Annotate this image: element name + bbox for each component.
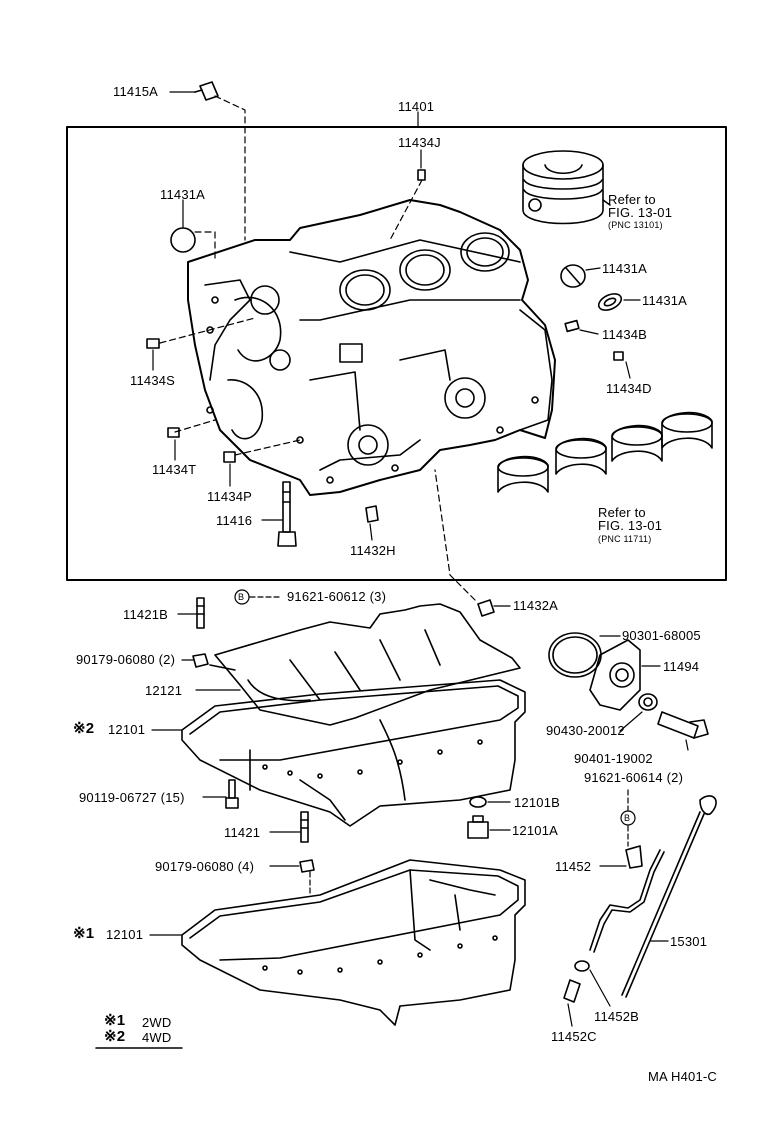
line-11434B — [579, 329, 599, 335]
legend-text-1: 2WD — [142, 1015, 172, 1030]
label-11452C: 11452C — [551, 1029, 597, 1044]
gasket-12101B — [469, 796, 487, 808]
line-90430 — [619, 711, 643, 732]
legend-mark-2: ※2 — [104, 1028, 126, 1045]
plug-11431A-r1 — [560, 264, 586, 288]
line-11434D — [625, 361, 631, 379]
dipstick-15301 — [621, 795, 717, 998]
label-11434S: 11434S — [130, 373, 176, 388]
piston-ref-line1: Refer to — [608, 192, 656, 207]
pipe-11452C — [563, 979, 581, 1003]
oil-pan-2wd — [181, 859, 526, 1026]
plug-11415A — [194, 81, 219, 101]
mark-2wd: ※1 — [73, 925, 95, 942]
mark-4wd: ※2 — [73, 720, 95, 737]
legend-text-2: 4WD — [142, 1030, 172, 1045]
plug-11434T — [167, 427, 180, 438]
nut-90179-2 — [192, 653, 209, 668]
baffle-plate-12121 — [209, 603, 521, 726]
gasket-90430 — [638, 693, 658, 711]
label-11434B: 11434B — [602, 327, 648, 342]
bearing-ref-line2: FIG. 13-01 — [598, 518, 663, 533]
stud-11421 — [300, 811, 309, 843]
label-90119-06727: 90119-06727 (15) — [79, 790, 185, 805]
oring-11452B — [574, 960, 590, 972]
leader-lines — [159, 95, 476, 601]
stud-11421B — [196, 597, 205, 629]
dipstick-guide-11452 — [589, 845, 665, 953]
label-90430-20012: 90430-20012 — [546, 723, 625, 738]
label-12101-2wd: 12101 — [106, 927, 144, 942]
line-11432H — [369, 523, 373, 541]
plug-11434B — [564, 319, 580, 333]
label-91621-60614: 91621-60614 (2) — [584, 770, 684, 785]
label-90301-68005: 90301-68005 — [622, 628, 701, 643]
label-12101A: 12101A — [512, 823, 559, 838]
label-90401-19002: 90401-19002 — [574, 751, 653, 766]
bearing-ref-line1: Refer to — [598, 505, 646, 520]
line-90401 — [685, 739, 689, 751]
plug-11431A-left — [170, 227, 196, 253]
cylinder-block — [187, 199, 556, 496]
label-11432H: 11432H — [350, 543, 396, 558]
piston-assembly — [522, 150, 611, 225]
label-11432A: 11432A — [513, 598, 559, 613]
piston-ref-line2: FIG. 13-01 — [608, 205, 673, 220]
legend-mark-1: ※1 — [104, 1012, 126, 1029]
piston-ref-line3: (PNC 13101) — [608, 220, 663, 230]
label-11401: 11401 — [398, 99, 435, 114]
label-11421: 11421 — [224, 825, 261, 840]
label-90179-06080-4: 90179-06080 (4) — [155, 859, 255, 874]
plug-11432A — [477, 599, 495, 617]
line-11452C — [567, 1003, 573, 1027]
plug-11434P — [223, 451, 236, 463]
oil-filter-bracket-11494 — [589, 639, 641, 711]
nut-90179-4 — [299, 859, 315, 873]
label-11452B: 11452B — [594, 1009, 640, 1024]
label-11434P: 11434P — [207, 489, 253, 504]
b-symbol-top — [234, 589, 250, 605]
plug-11434J — [417, 169, 426, 181]
label-11421B: 11421B — [123, 607, 169, 622]
gasket-90301 — [548, 632, 602, 678]
label-15301: 15301 — [670, 934, 708, 949]
label-12101-4wd: 12101 — [108, 722, 146, 737]
label-90179-06080-2: 90179-06080 (2) — [76, 652, 176, 667]
block-group-frame — [66, 126, 727, 581]
label-12101B: 12101B — [514, 795, 561, 810]
label-11431A-r1: 11431A — [602, 261, 648, 276]
label-11416: 11416 — [216, 513, 253, 528]
union-bolt-90401 — [657, 711, 709, 739]
label-11452: 11452 — [555, 859, 592, 874]
b-symbol-lower-text: B — [624, 813, 631, 823]
label-11415A: 11415A — [113, 84, 159, 99]
label-12121: 12121 — [145, 683, 183, 698]
bearing-ref-line3: (PNC 11711) — [598, 534, 652, 544]
plug-11434D — [613, 351, 624, 361]
b-symbol-top-text: B — [238, 592, 245, 602]
drain-plug-12101A — [467, 815, 489, 839]
label-11434T: 11434T — [152, 462, 197, 477]
oil-pan-4wd — [181, 679, 526, 827]
b-symbol-lower — [620, 810, 636, 826]
label-11434J: 11434J — [398, 135, 441, 150]
label-11431A-r2: 11431A — [642, 293, 688, 308]
plug-11431A-r2 — [597, 293, 623, 311]
label-11434D: 11434D — [606, 381, 652, 396]
label-91621-60612: 91621-60612 (3) — [287, 589, 387, 604]
label-11431A-left: 11431A — [160, 187, 206, 202]
figure-code: MA H401-C — [648, 1069, 717, 1084]
main-bearings — [497, 411, 713, 493]
plug-11434S — [146, 338, 160, 349]
label-11494: 11494 — [663, 659, 700, 674]
bolt-11416 — [277, 481, 297, 547]
bolt-90119 — [225, 779, 239, 809]
line-11452B — [589, 969, 611, 1007]
plug-11432H — [365, 505, 379, 523]
line-11431A-r1 — [585, 267, 601, 271]
